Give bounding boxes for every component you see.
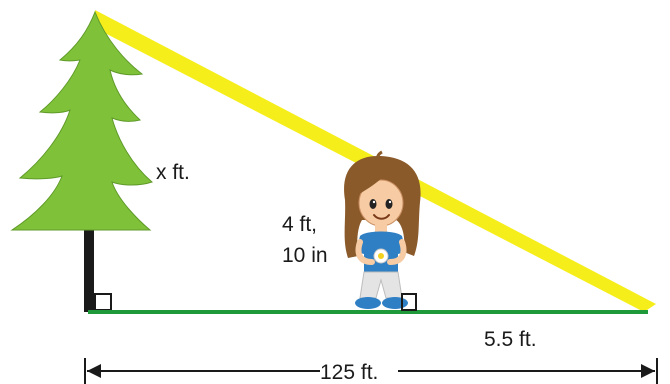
girl-right-shoe [382,297,408,309]
girl-left-eye [369,199,377,209]
arrowhead-right-icon [641,364,655,378]
girl-height-label-line1: 4 ft, [282,213,317,236]
total-distance-label: 125 ft. [320,361,378,384]
tree-right-angle-marker [94,293,112,311]
tree-trunk [84,228,94,312]
girl-right-eye [385,199,393,209]
shadow-segment-label: 5.5 ft. [484,328,537,351]
girl-right-angle-marker [401,293,417,311]
girl-bangs [356,163,409,196]
girl-pants [359,271,403,299]
girl-smile [373,214,390,220]
girl-figure [344,150,421,311]
tree-height-label: x ft. [156,161,190,184]
arrowhead-left-icon [87,364,101,378]
tree-foliage [10,10,153,231]
total-distance-dimension [84,358,658,384]
girl-hair-tuft [375,150,383,165]
girl-left-shoe [355,297,381,309]
tree [10,10,153,312]
girl-height-label-line2: 10 in [282,244,328,267]
flower-icon [373,248,389,264]
